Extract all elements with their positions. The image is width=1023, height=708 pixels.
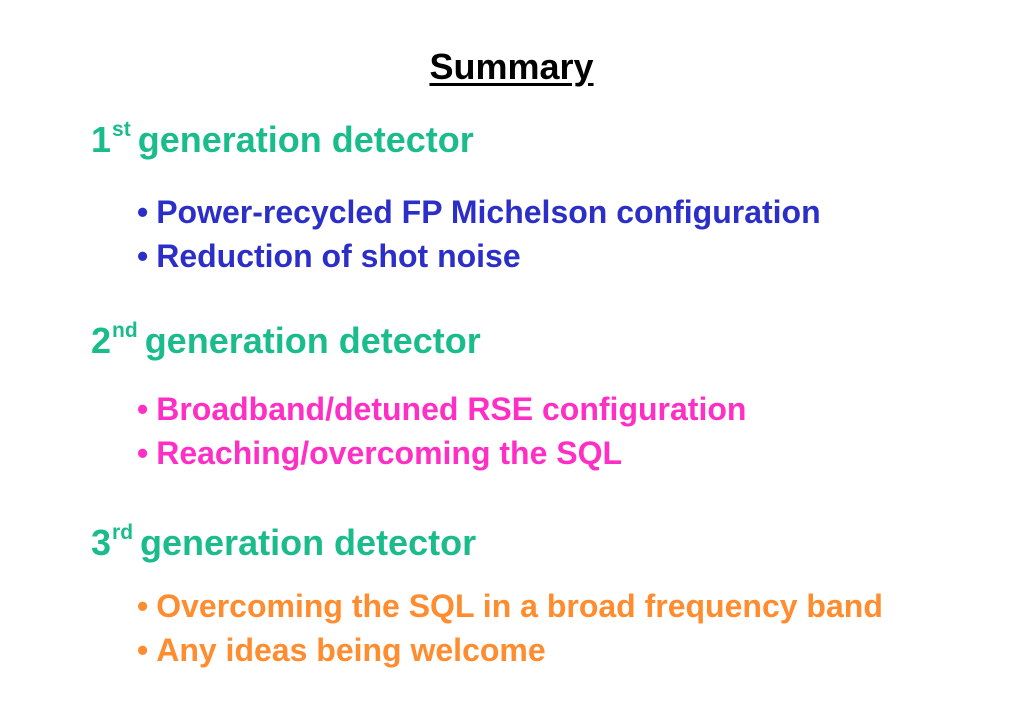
list-item: Broadband/detuned RSE configuration xyxy=(137,387,746,431)
section-heading-1st-generation: 1st generation detector xyxy=(91,119,474,161)
list-item: Power-recycled FP Michelson configuratio… xyxy=(137,190,820,234)
bullet-list-3rd-generation: Overcoming the SQL in a broad frequency … xyxy=(137,584,883,672)
section-heading-2nd-generation: 2nd generation detector xyxy=(91,320,481,362)
section-heading-3rd-generation: 3rd generation detector xyxy=(91,522,476,564)
bullet-list-2nd-generation: Broadband/detuned RSE configuration Reac… xyxy=(137,387,746,475)
ordinal-suffix: rd xyxy=(112,521,134,544)
generation-number: 3 xyxy=(91,522,112,563)
list-item: Overcoming the SQL in a broad frequency … xyxy=(137,584,883,628)
heading-text: generation detector xyxy=(144,320,481,361)
bullet-list-1st-generation: Power-recycled FP Michelson configuratio… xyxy=(137,190,821,278)
ordinal-suffix: st xyxy=(112,118,131,141)
list-item: Reduction of shot noise xyxy=(137,234,821,278)
list-item: Any ideas being welcome xyxy=(137,628,883,672)
heading-text: generation detector xyxy=(140,522,477,563)
page-title: Summary xyxy=(429,46,594,87)
generation-number: 2 xyxy=(91,320,112,361)
generation-number: 1 xyxy=(91,119,112,160)
heading-text: generation detector xyxy=(137,119,474,160)
list-item: Reaching/overcoming the SQL xyxy=(137,431,746,475)
ordinal-suffix: nd xyxy=(112,319,138,342)
